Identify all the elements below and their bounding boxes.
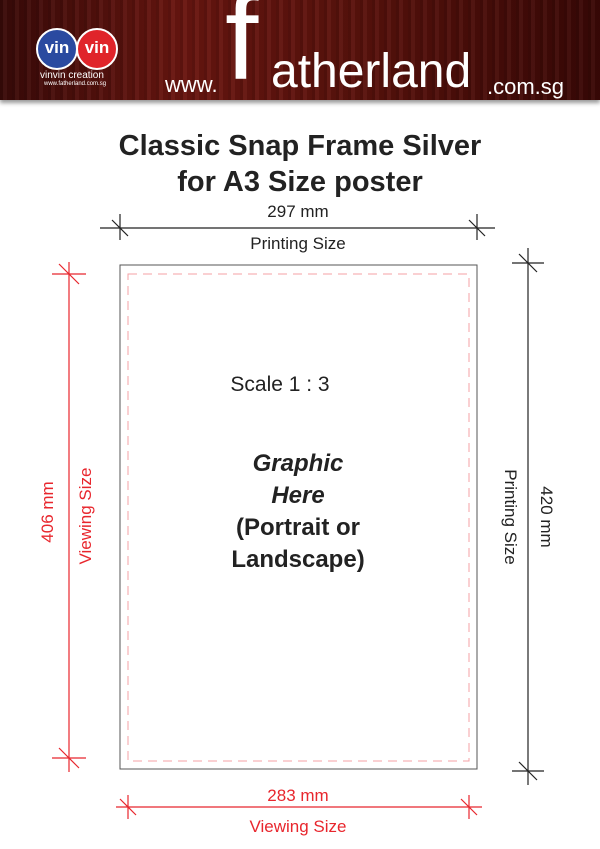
left-dimension-value: 406 mm [38,481,57,543]
graphic-placeholder-text: Graphic Here (Portrait or Landscape) [231,448,364,576]
logo-url: www.fatherland.com.sg [44,81,107,87]
top-dimension-label: Printing Size [250,234,346,253]
right-dimension-label: Printing Size [501,469,520,565]
top-dimension-value: 297 mm [267,202,329,221]
scale-label: Scale 1 : 3 [230,373,330,396]
title-line-2: for A3 Size poster [177,166,423,198]
header-banner: vin vin vinvin creation www.fatherland.c… [0,0,600,100]
bottom-dimension-label: Viewing Size [249,817,347,836]
viewing-area-frame [127,273,470,762]
printing-area-frame [119,264,478,770]
bottom-dimension-value: 283 mm [267,786,329,805]
right-dimension-line [512,248,544,785]
site-tld: .com.sg [487,74,565,99]
site-name: atherland [271,45,472,98]
right-dimension-value: 420 mm [537,486,556,548]
graphic-line-3: (Portrait or [235,514,360,541]
graphic-line-1: Graphic [252,450,344,477]
logo-circle-red: vin [76,28,118,70]
bottom-dimension-line [116,795,482,819]
left-dimension-line [52,262,86,772]
left-dimension-label: Viewing Size [76,467,95,565]
graphic-line-4: Landscape) [231,546,365,573]
site-prefix: www. [165,72,218,97]
logo-name: vinvin creation [40,70,104,81]
title-line-1: Classic Snap Frame Silver [118,130,482,162]
page-title: Classic Snap Frame Silver for A3 Size po… [0,128,600,200]
logo-circle-blue: vin [36,28,78,70]
graphic-line-2: Here [271,482,325,509]
top-dimension-line [100,214,495,240]
site-f: f [225,0,259,100]
